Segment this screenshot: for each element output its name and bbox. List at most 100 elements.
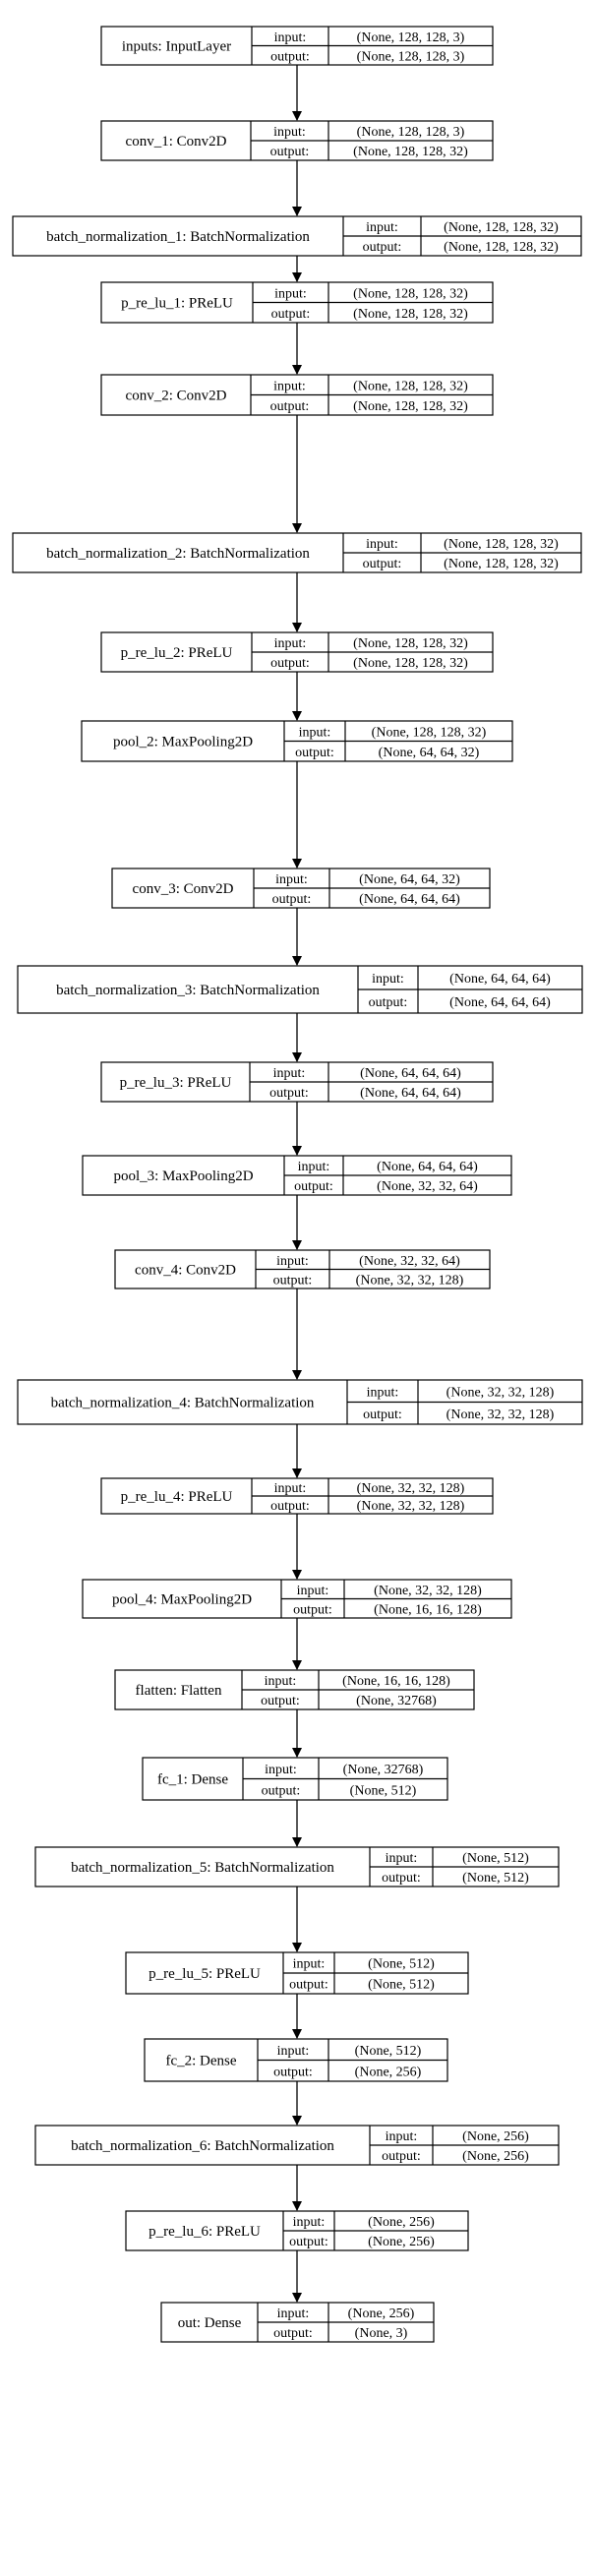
layer-label: pool_3: MaxPooling2D — [113, 1168, 253, 1184]
layer-label: conv_3: Conv2D — [133, 881, 234, 897]
input-shape: (None, 64, 64, 64) — [449, 972, 551, 987]
input-key: input: — [274, 30, 307, 45]
input-shape: (None, 256) — [462, 2129, 529, 2144]
output-key: output: — [369, 995, 408, 1010]
layer-node: batch_normalization_5: BatchNormalizatio… — [34, 1846, 560, 1887]
output-key: output: — [294, 1179, 333, 1194]
output-key: output: — [262, 1783, 301, 1798]
output-shape: (None, 64, 64, 32) — [379, 746, 480, 760]
output-shape: (None, 256) — [368, 2235, 435, 2249]
output-key: output: — [289, 1978, 328, 1993]
output-shape: (None, 32, 32, 128) — [356, 1273, 464, 1288]
input-key: input: — [277, 2306, 310, 2321]
layer-node: batch_normalization_6: BatchNormalizatio… — [34, 2125, 560, 2166]
input-key: input: — [276, 1254, 309, 1269]
input-shape: (None, 128, 128, 32) — [444, 220, 559, 235]
output-key: output: — [295, 746, 334, 760]
input-shape: (None, 64, 64, 64) — [360, 1066, 461, 1081]
output-key: output: — [273, 2065, 313, 2079]
output-key: output: — [382, 2149, 421, 2164]
input-shape: (None, 128, 128, 32) — [372, 725, 487, 740]
output-key: output: — [382, 1871, 421, 1886]
input-key: input: — [265, 1674, 297, 1689]
input-key: input: — [265, 1763, 297, 1777]
layer-label: batch_normalization_5: BatchNormalizatio… — [71, 1860, 334, 1876]
output-key: output: — [271, 307, 311, 322]
output-shape: (None, 128, 128, 32) — [353, 656, 468, 671]
output-key: output: — [270, 49, 310, 64]
output-shape: (None, 256) — [462, 2149, 529, 2164]
layer-label: batch_normalization_3: BatchNormalizatio… — [56, 983, 320, 998]
output-key: output: — [273, 1273, 313, 1288]
layer-label: batch_normalization_2: BatchNormalizatio… — [46, 546, 310, 562]
output-key: output: — [272, 892, 312, 907]
layer-node: conv_4: Conv2D input: output: (None, 32, 32… — [114, 1249, 491, 1289]
output-shape: (None, 256) — [355, 2065, 422, 2079]
layer-label: batch_normalization_6: BatchNormalizatio… — [71, 2138, 334, 2154]
layer-node: batch_normalization_1: BatchNormalizatio… — [12, 215, 582, 257]
input-shape: (None, 64, 64, 64) — [377, 1160, 478, 1174]
layer-label: p_re_lu_5: PReLU — [149, 1966, 261, 1982]
output-shape: (None, 64, 64, 64) — [360, 1086, 461, 1101]
input-shape: (None, 512) — [368, 1957, 435, 1972]
layer-label: p_re_lu_1: PReLU — [121, 296, 233, 312]
output-shape: (None, 32768) — [356, 1694, 437, 1708]
input-shape: (None, 128, 128, 3) — [357, 125, 465, 140]
layer-label: batch_normalization_4: BatchNormalizatio… — [51, 1396, 315, 1411]
input-key: input: — [366, 537, 398, 552]
output-shape: (None, 128, 128, 32) — [444, 240, 559, 255]
input-key: input: — [367, 1385, 399, 1400]
output-shape: (None, 512) — [368, 1978, 435, 1993]
layer-label: out: Dense — [178, 2315, 242, 2331]
input-shape: (None, 512) — [462, 1851, 529, 1866]
layer-label: conv_2: Conv2D — [126, 389, 227, 404]
input-key: input: — [274, 636, 307, 651]
output-key: output: — [289, 2235, 328, 2249]
layer-node: batch_normalization_3: BatchNormalizatio… — [17, 965, 583, 1014]
output-key: output: — [270, 399, 310, 414]
output-shape: (None, 128, 128, 3) — [357, 49, 465, 64]
output-shape: (None, 3) — [355, 2326, 408, 2341]
output-key: output: — [363, 240, 402, 255]
input-key: input: — [299, 725, 331, 740]
output-shape: (None, 32, 32, 64) — [377, 1179, 478, 1194]
output-shape: (None, 64, 64, 64) — [449, 995, 551, 1010]
layer-label: pool_2: MaxPooling2D — [113, 735, 253, 750]
layer-node: pool_3: MaxPooling2D input: output: (None, … — [82, 1155, 512, 1196]
output-shape: (None, 512) — [350, 1783, 417, 1798]
input-shape: (None, 32, 32, 64) — [359, 1254, 460, 1269]
input-shape: (None, 32, 32, 128) — [446, 1385, 555, 1400]
input-key: input: — [277, 2044, 310, 2059]
input-shape: (None, 32768) — [343, 1763, 424, 1777]
input-shape: (None, 64, 64, 32) — [359, 872, 460, 887]
output-key: output: — [293, 1602, 332, 1617]
output-shape: (None, 128, 128, 32) — [353, 307, 468, 322]
input-shape: (None, 128, 128, 32) — [353, 379, 468, 393]
layer-label: conv_4: Conv2D — [135, 1263, 236, 1279]
input-key: input: — [386, 1851, 418, 1866]
output-shape: (None, 512) — [462, 1871, 529, 1886]
output-key: output: — [363, 1408, 402, 1422]
input-key: input: — [366, 220, 398, 235]
output-key: output: — [261, 1694, 300, 1708]
output-shape: (None, 32, 32, 128) — [357, 1499, 465, 1514]
input-shape: (None, 32, 32, 128) — [357, 1481, 465, 1496]
layer-label: p_re_lu_3: PReLU — [120, 1075, 232, 1091]
input-shape: (None, 128, 128, 32) — [353, 286, 468, 301]
input-key: input: — [386, 2129, 418, 2144]
input-key: input: — [273, 125, 306, 140]
input-key: input: — [298, 1160, 330, 1174]
input-key: input: — [293, 2215, 326, 2230]
layer-node: pool_4: MaxPooling2Dinput:output:(None, … — [82, 1579, 512, 1619]
input-shape: (None, 256) — [368, 2215, 435, 2230]
